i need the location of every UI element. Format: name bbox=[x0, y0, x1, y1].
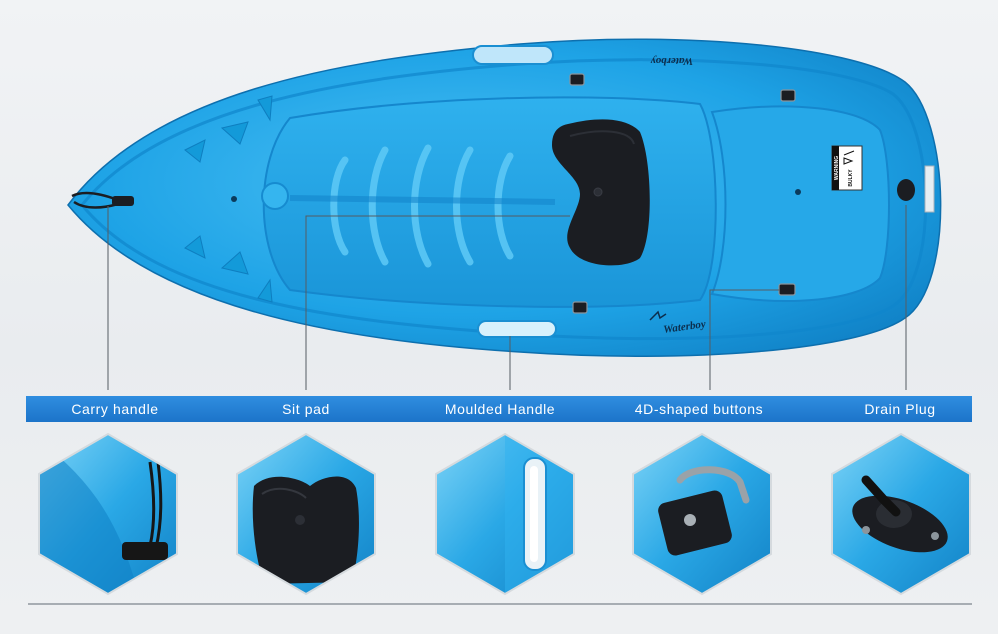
stern-screw bbox=[795, 189, 801, 195]
stern-sticker bbox=[924, 165, 935, 213]
sit-pad-photo bbox=[236, 432, 376, 596]
label-drain-plug: Drain Plug bbox=[864, 401, 936, 417]
rear-deck bbox=[710, 105, 890, 302]
drain-plug bbox=[897, 179, 915, 201]
carry-handle-photo bbox=[38, 432, 178, 596]
logo-top: Waterboy bbox=[651, 55, 694, 67]
spine bbox=[289, 195, 556, 205]
moulded-handle-photo bbox=[435, 432, 575, 596]
moulded-handle-top bbox=[472, 45, 554, 65]
warning-title: WARNING bbox=[834, 156, 840, 180]
warning-label: WARNING BULKY bbox=[831, 145, 863, 191]
callout-lines bbox=[107, 205, 907, 390]
bottom-divider bbox=[28, 603, 972, 605]
logo-mark bbox=[649, 310, 667, 321]
label-moulded-handle: Moulded Handle bbox=[444, 401, 556, 417]
hull-ridges bbox=[330, 144, 514, 268]
svg-text:Waterboy: Waterboy bbox=[651, 55, 694, 67]
kayak-top-view: WARNING BULKY Waterboy Waterboy bbox=[67, 38, 942, 357]
carry-handle bbox=[71, 191, 134, 209]
bow-fins bbox=[184, 95, 273, 303]
logo-bottom: Waterboy bbox=[663, 318, 707, 336]
label-sit-pad: Sit pad bbox=[282, 401, 330, 417]
moulded-handle-bottom bbox=[477, 320, 557, 338]
feature-label-bar bbox=[26, 396, 972, 422]
bow-screw bbox=[231, 196, 237, 202]
d-rings bbox=[569, 73, 796, 314]
drain-plug-photo bbox=[831, 432, 971, 596]
d-ring-photo bbox=[632, 432, 772, 596]
label-carry-handle: Carry handle bbox=[71, 401, 159, 417]
label-d-shaped-buttons: 4D-shaped buttons bbox=[634, 401, 764, 417]
warning-word: BULKY bbox=[848, 169, 854, 187]
bow-mould bbox=[261, 182, 289, 210]
